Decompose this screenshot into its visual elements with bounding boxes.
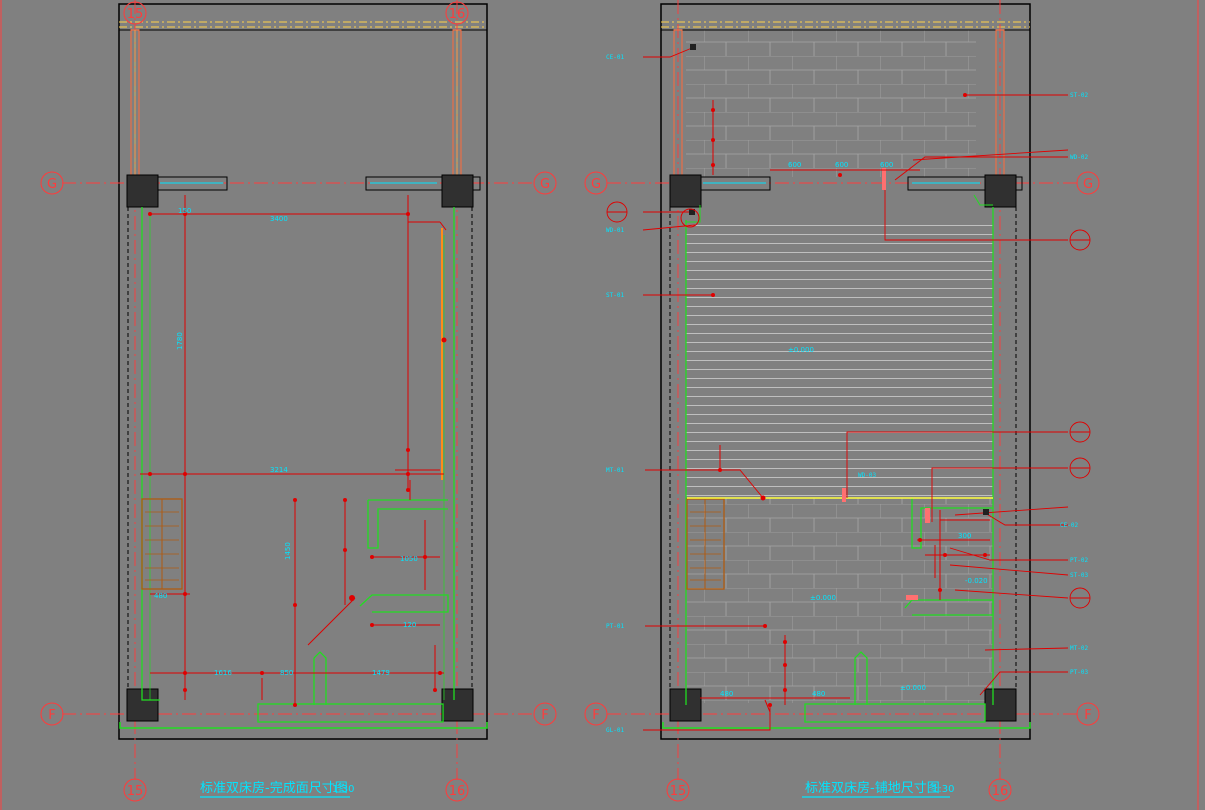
- dim-label: 600: [835, 161, 848, 169]
- plan-title: 标准双床房-铺地尺寸图: [805, 780, 940, 796]
- material-tag: GL-01: [606, 727, 624, 734]
- axis-label-g-left: G: [47, 177, 57, 192]
- axis-label-15-bottom: 15: [127, 784, 144, 799]
- dim-label: 1616: [214, 669, 232, 677]
- material-tags: CE-01 WD-01 ST-01 MT-01 PT-01 GL-01 ST-0…: [606, 54, 1088, 734]
- dim-label: 480: [812, 690, 825, 698]
- axis-label-f-right: F: [541, 708, 548, 723]
- dim-label: 480: [720, 690, 733, 698]
- level-mark: ±0.000: [788, 346, 814, 354]
- material-tag: WD-02: [1070, 154, 1088, 161]
- detail-bubbles: [606, 201, 1091, 609]
- axis-label-g-left: G: [591, 177, 601, 192]
- material-tag: ST-01: [606, 292, 624, 299]
- dim-label: 300: [958, 532, 971, 540]
- axis-bubbles-right: 15 16 G G F F: [584, 171, 1100, 802]
- finish-dimension-plan: 3400 3214 1616 1479 1050 480 120 150 850…: [40, 0, 557, 802]
- dim-label: 480: [154, 592, 167, 600]
- material-tag: PT-02: [1070, 557, 1088, 564]
- flooring-dimension-labels: 600 600 600 480 480 300: [720, 161, 971, 698]
- axis-label-15-bottom: 15: [670, 784, 687, 799]
- plan-title-left: 标准双床房-完成面尺寸图 1:30: [200, 780, 354, 798]
- level-mark: ±0.000: [900, 684, 926, 692]
- dim-label: 1450: [284, 542, 292, 560]
- axis-label-f-left: F: [48, 708, 55, 723]
- dim-label: 150: [178, 207, 191, 215]
- axis-label-16-top: 16: [449, 7, 466, 22]
- plan-title-right: 标准双床房-铺地尺寸图 1:30: [802, 780, 954, 798]
- plan-scale: 1:30: [332, 784, 354, 795]
- level-mark: ±0.000: [810, 594, 836, 602]
- material-tag: ST-02: [1070, 92, 1088, 99]
- material-tag: ST-03: [1070, 572, 1088, 579]
- material-tag: PT-01: [606, 623, 624, 630]
- dim-label: 1479: [372, 669, 390, 677]
- dim-label: 1050: [400, 555, 418, 563]
- axis-label-f-right: F: [1084, 708, 1091, 723]
- material-tag: CE-01: [606, 54, 624, 61]
- axis-label-f-left: F: [592, 708, 599, 723]
- axis-label-g-right: G: [1083, 177, 1093, 192]
- level-marks: ±0.000 ±0.000 -0.020 ±0.000: [788, 346, 988, 692]
- axis-label-16-bottom: 16: [449, 784, 466, 799]
- dim-label: 120: [403, 621, 416, 629]
- axis-label-g-right: G: [540, 177, 550, 192]
- level-mark: -0.020: [965, 577, 988, 585]
- flooring-dimension-plan: 600 600 600 480 480 300 ±0.000 ±0.000 -0…: [584, 0, 1100, 802]
- dim-label: 3400: [270, 215, 288, 223]
- dim-label: 850: [280, 669, 293, 677]
- axis-bubbles-left: 15 16 15 16 G G F F: [40, 1, 557, 802]
- material-tag: CE-02: [1060, 522, 1078, 529]
- dim-label: 600: [880, 161, 893, 169]
- plan-title: 标准双床房-完成面尺寸图: [200, 780, 348, 796]
- material-tag: WD-03: [858, 472, 876, 479]
- finish-dimension-labels: 3400 3214 1616 1479 1050 480 120 150 850…: [154, 207, 418, 677]
- dim-label: 1780: [176, 332, 184, 350]
- dim-label: 3214: [270, 466, 288, 474]
- material-tag: MT-02: [1070, 645, 1088, 652]
- axis-label-15-top: 15: [127, 7, 144, 22]
- plan-scale: 1:30: [932, 784, 954, 795]
- axis-label-16-bottom: 16: [992, 784, 1009, 799]
- dim-label: 600: [788, 161, 801, 169]
- material-tag: MT-01: [606, 467, 624, 474]
- material-tag: PT-03: [1070, 669, 1088, 676]
- material-tag: WD-01: [606, 227, 624, 234]
